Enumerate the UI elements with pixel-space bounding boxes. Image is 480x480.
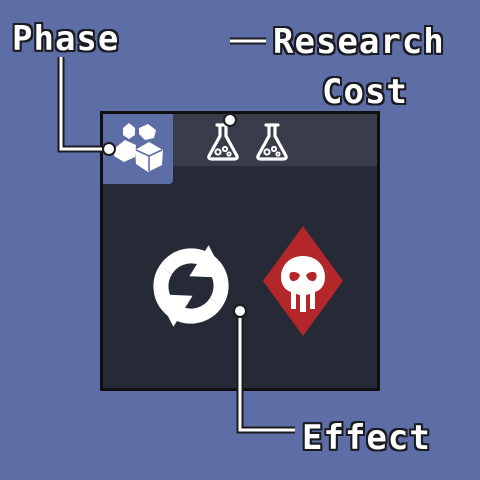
phase-label: Phase [12,19,120,59]
cycle-arrows-icon [153,245,229,327]
research-cost-label-line-1: Research [273,22,445,62]
cubes-icon [114,123,163,172]
phase-pointer-dot [102,142,116,156]
research-cost-label-line-2: Cost [322,72,408,112]
research-cost-pointer-dot [223,113,237,127]
skull-diamond-icon [263,226,343,336]
phase-box [103,114,173,184]
effect-label: Effect [302,418,431,458]
flask-icon [256,123,288,161]
effect-pointer-dot [233,304,247,318]
